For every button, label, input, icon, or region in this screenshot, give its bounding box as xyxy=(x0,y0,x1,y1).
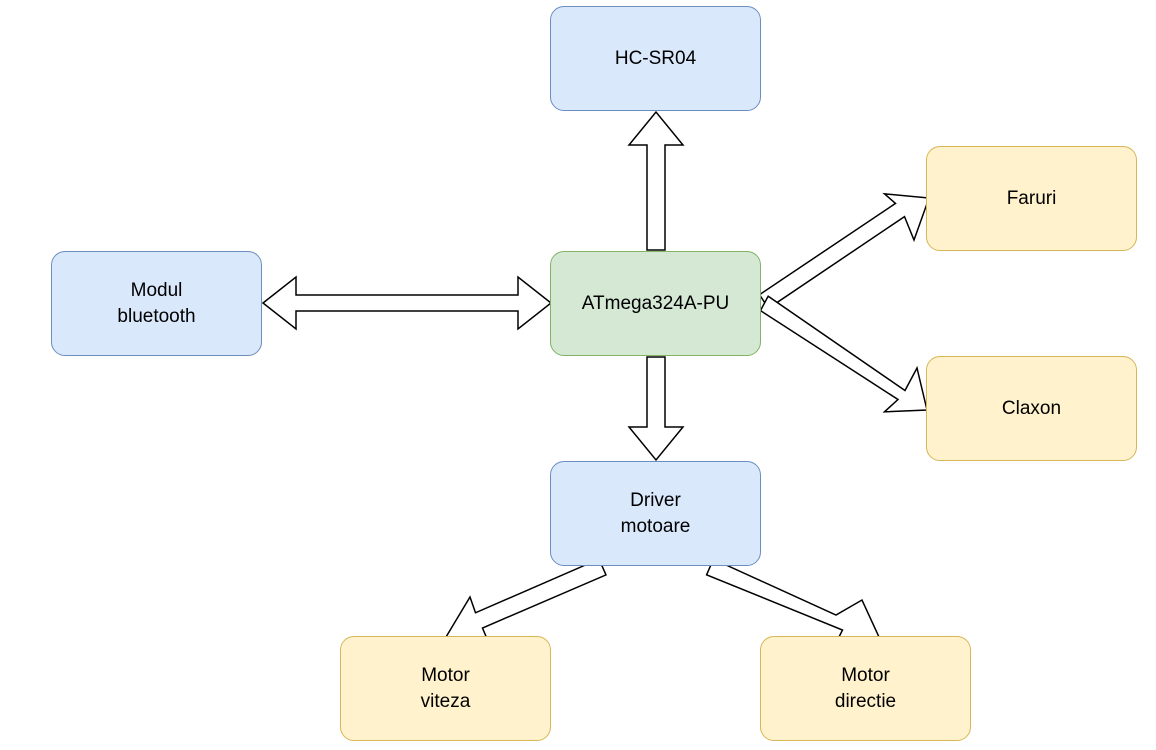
label-line: motoare xyxy=(620,515,691,537)
label-line: Motor xyxy=(421,664,470,686)
label-line: Motor xyxy=(841,664,890,686)
arrow-atmega-to-claxon xyxy=(759,295,928,413)
node-faruri-label: Faruri xyxy=(1007,186,1057,212)
node-claxon-label: Claxon xyxy=(1002,396,1061,422)
node-motor-viteza-label: Motor viteza xyxy=(421,663,471,715)
node-hc-sr04-label: HC-SR04 xyxy=(615,46,696,72)
node-atmega-label: ATmega324A-PU xyxy=(582,291,730,317)
node-hc-sr04: HC-SR04 xyxy=(550,6,761,111)
node-faruri: Faruri xyxy=(926,146,1137,251)
label-line: Claxon xyxy=(1001,397,1062,419)
arrow-bluetooth-atmega xyxy=(261,275,553,331)
arrow-atmega-to-hcsr04 xyxy=(627,110,685,251)
label-line: Driver xyxy=(630,489,681,511)
node-atmega324a-pu: ATmega324A-PU xyxy=(550,251,761,356)
node-driver-motoare: Driver motoare xyxy=(550,461,761,566)
label-line: HC-SR04 xyxy=(614,47,697,69)
node-motor-directie-label: Motor directie xyxy=(835,663,896,715)
label-line: bluetooth xyxy=(117,305,196,327)
node-claxon: Claxon xyxy=(926,356,1137,461)
label-line: viteza xyxy=(420,690,471,712)
node-driver-label: Driver motoare xyxy=(621,488,691,540)
arrow-driver-to-motor-directie xyxy=(705,558,881,648)
label-line: Modul xyxy=(130,279,183,301)
node-modul-bluetooth-label: Modul bluetooth xyxy=(117,278,195,330)
label-line: Faruri xyxy=(1006,187,1057,209)
node-modul-bluetooth: Modul bluetooth xyxy=(51,251,262,356)
node-motor-viteza: Motor viteza xyxy=(340,636,551,741)
arrow-driver-to-motor-viteza xyxy=(444,558,607,648)
label-line: ATmega324A-PU xyxy=(581,292,730,314)
arrow-atmega-to-driver xyxy=(627,356,685,462)
node-motor-directie: Motor directie xyxy=(760,636,971,741)
arrow-atmega-to-faruri xyxy=(758,192,931,310)
label-line: directie xyxy=(834,690,897,712)
